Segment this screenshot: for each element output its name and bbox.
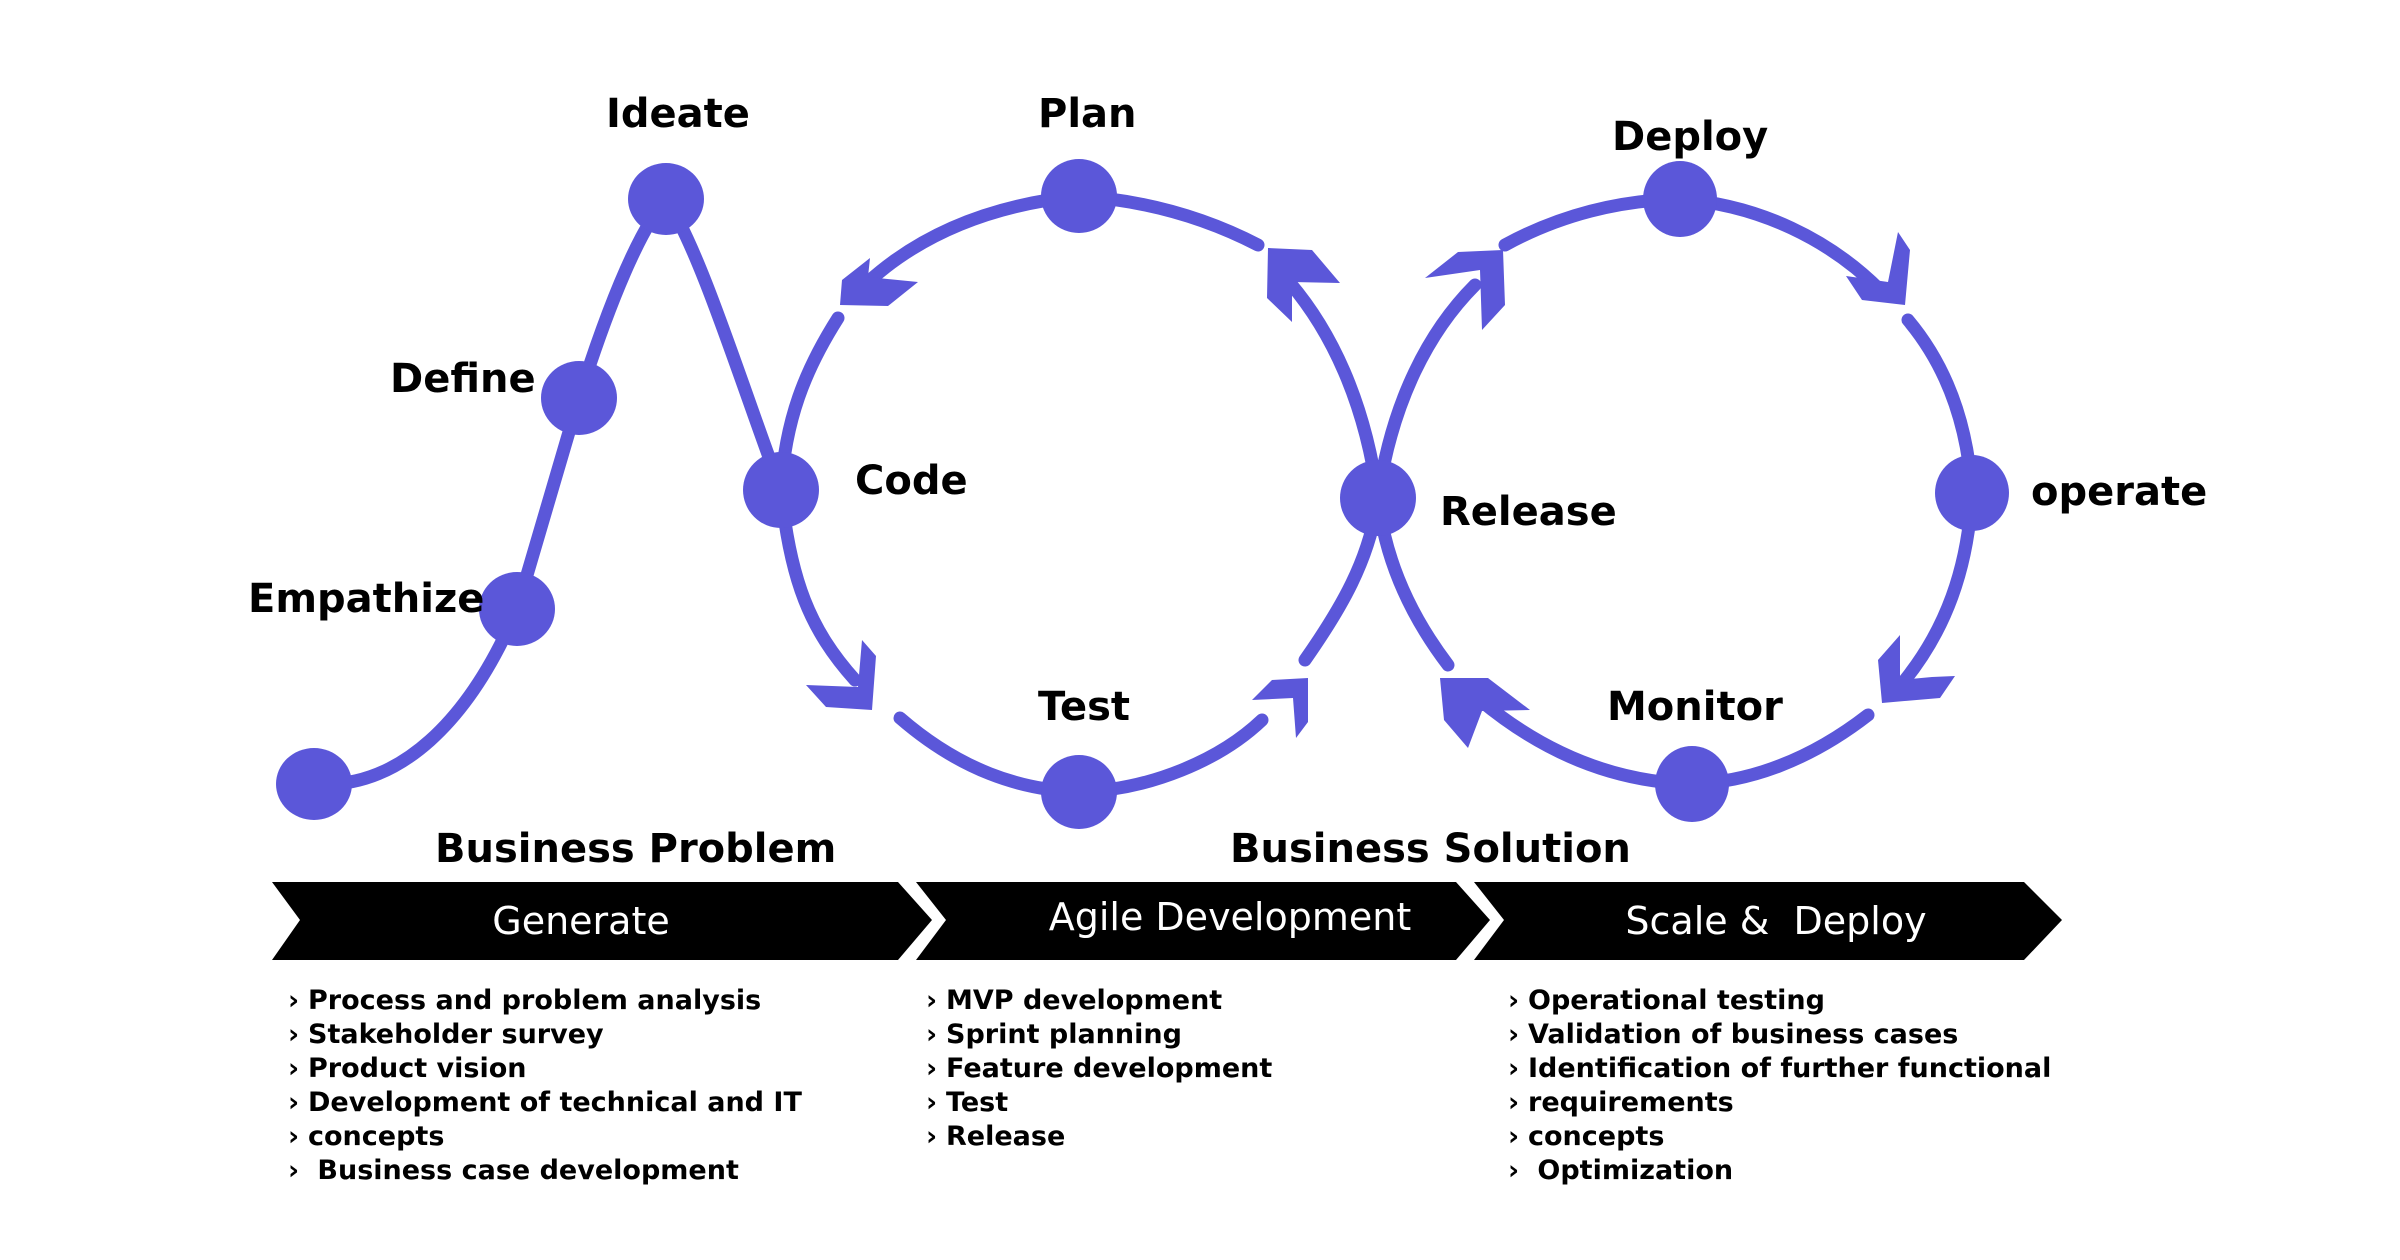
bullet-item: ›MVP development [926,985,1223,1016]
stage-label-operate: operate [2031,469,2207,515]
bullet-item: ›requirements [1508,1087,1734,1118]
node-define-icon [541,361,617,435]
arrowhead-code-to-test-icon [806,640,876,710]
chevron-right-icon: › [1508,1121,1520,1152]
stage-label-ideate: Ideate [606,91,750,137]
design-thinking-curve [307,188,788,791]
node-operate-icon [1935,455,2009,531]
chevron-right-icon: › [926,1053,938,1084]
stage-label-release: Release [1440,489,1617,535]
arrowhead-test-to-release-icon [1252,678,1308,738]
node-start-icon [276,748,352,820]
arrowhead-plan-to-code-icon [840,258,918,306]
stage-label-define: Define [390,356,536,402]
chevron-right-icon: › [288,1053,300,1084]
chevron-right-icon: › [288,985,300,1016]
bullet-item: ›Feature development [926,1053,1273,1084]
arrowhead-monitor-to-release-icon [1440,678,1530,748]
stage-label-empathize: Empathize [248,576,484,622]
stage-label-plan: Plan [1038,91,1137,137]
chevron-right-icon: › [1508,1053,1520,1084]
node-release-icon [1340,460,1416,536]
bullet-list-generate: ›Process and problem analysis ›Stakehold… [288,984,802,1188]
bullet-item: ›Stakeholder survey [288,1019,604,1050]
chevron-right-icon: › [288,1087,300,1118]
arrowhead-operate-to-monitor-icon [1878,635,1955,703]
node-code-icon [743,452,819,528]
chevron-right-icon: › [288,1121,300,1152]
chevron-right-icon: › [1508,985,1520,1016]
bullet-item: ›Validation of business cases [1508,1019,1959,1050]
bullet-item: ›Release [926,1121,1066,1152]
section-title-business-problem: Business Problem [435,826,836,872]
node-test-icon [1041,755,1117,829]
bullet-item: ›Identification of further functional [1508,1053,2052,1084]
node-monitor-icon [1655,746,1729,822]
bullet-item: › Optimization [1508,1155,1734,1186]
bullet-item: ›Development of technical and IT [288,1087,802,1118]
chevron-right-icon: › [1508,1155,1520,1186]
bullet-list-scale-deploy: ›Operational testing ›Validation of busi… [1508,984,2051,1188]
arrowhead-release-to-deploy-icon [1425,250,1505,330]
chevron-right-icon: › [288,1019,300,1050]
bullet-item: ›Sprint planning [926,1019,1182,1050]
bullet-item: › Business case development [288,1155,739,1186]
chevron-right-icon: › [288,1155,300,1186]
bullet-item: ›Product vision [288,1053,527,1084]
stage-label-test: Test [1038,684,1130,730]
phase-label-generate: Generate [492,899,669,943]
chevron-right-icon: › [926,1121,938,1152]
bullet-item: ›Test [926,1087,1009,1118]
node-ideate-icon [628,163,704,235]
bullet-list-agile-development: ›MVP development ›Sprint planning ›Featu… [926,984,1272,1154]
node-deploy-icon [1643,161,1717,237]
node-plan-icon [1041,159,1117,233]
phase-banner-generate [272,882,932,960]
bullet-item: ›Process and problem analysis [288,985,762,1016]
stage-label-monitor: Monitor [1607,684,1783,730]
bullet-item: ›Operational testing [1508,985,1825,1016]
chevron-right-icon: › [926,1019,938,1050]
chevron-right-icon: › [926,1087,938,1118]
phase-banner-agile-development [916,882,1490,960]
arrowhead-deploy-to-operate-icon [1846,232,1910,305]
section-title-business-solution: Business Solution [1230,826,1631,872]
arrowhead-release-to-plan-icon [1267,248,1340,322]
phase-label-scale-deploy: Scale & Deploy [1625,899,1926,943]
node-empathize-icon [479,572,555,646]
phase-label-agile-development: Agile Development [1049,895,1412,939]
phase-banner-scale-deploy [1474,882,2062,960]
chevron-right-icon: › [1508,1087,1520,1118]
chevron-right-icon: › [926,985,938,1016]
bullet-item: ›concepts [288,1121,445,1152]
stage-label-code: Code [855,458,968,504]
bullet-item: ›concepts [1508,1121,1665,1152]
chevron-right-icon: › [1508,1019,1520,1050]
stage-label-deploy: Deploy [1612,114,1768,160]
